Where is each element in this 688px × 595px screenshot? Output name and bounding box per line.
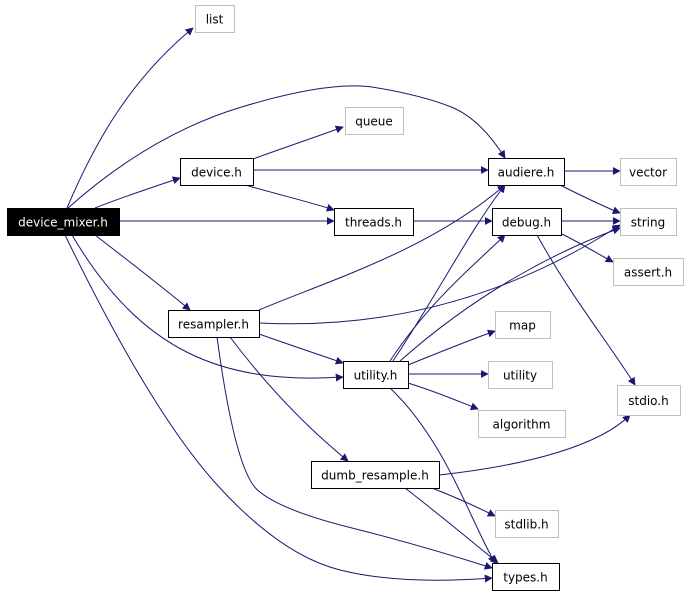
edge-audiere-h-to-string (559, 184, 621, 215)
node-label-stdio-h: stdio.h (628, 394, 668, 408)
node-box-threads-h (334, 208, 414, 236)
node-box-stdlib-h (495, 510, 559, 538)
edge-device-mixer-h-to-utility-h (71, 234, 344, 382)
node-box-utility (488, 361, 553, 389)
node-box-list (195, 5, 235, 33)
node-queue: queue (345, 107, 404, 135)
node-algorithm: algorithm (478, 410, 566, 438)
node-device-h[interactable]: device.h (180, 158, 254, 186)
node-label-vector: vector (629, 166, 667, 180)
node-box-device-h (180, 158, 254, 186)
node-box-audiere-h (488, 158, 565, 186)
node-assert-h: assert.h (613, 258, 684, 286)
node-audiere-h[interactable]: audiere.h (488, 158, 565, 186)
node-box-utility-h (343, 361, 409, 389)
edge-utility-h-to-map (407, 329, 496, 366)
node-label-audiere-h: audiere.h (498, 166, 555, 180)
node-box-algorithm (478, 410, 566, 438)
node-vector: vector (620, 158, 677, 186)
node-types-h[interactable]: types.h (492, 563, 560, 591)
node-box-map (495, 311, 551, 339)
node-dumb-resample-h[interactable]: dumb_resample.h (311, 461, 440, 489)
node-label-types-h: types.h (503, 571, 547, 585)
edge-utility-h-to-algorithm (407, 382, 479, 411)
node-label-stdlib-h: stdlib.h (504, 518, 548, 532)
edge-dumb-resample-h-to-stdlib-h (431, 487, 496, 517)
node-device-mixer-h[interactable]: device_mixer.h (7, 208, 120, 236)
node-box-resampler-h (168, 310, 260, 338)
node-label-device-mixer-h: device_mixer.h (18, 216, 108, 230)
node-threads-h[interactable]: threads.h (334, 208, 414, 236)
edge-debug-h-to-stdio-h (536, 234, 636, 386)
node-box-string (620, 208, 677, 236)
node-resampler-h[interactable]: resampler.h (168, 310, 260, 338)
node-box-vector (620, 158, 677, 186)
edge-utility-h-to-string (399, 226, 621, 362)
node-label-queue: queue (355, 115, 393, 129)
node-stdio-h: stdio.h (617, 385, 681, 416)
edge-resampler-h-to-utility-h (258, 333, 344, 365)
node-stdlib-h: stdlib.h (495, 510, 559, 538)
edge-device-mixer-h-to-resampler-h (94, 234, 191, 311)
node-list: list (195, 5, 235, 33)
node-label-assert-h: assert.h (624, 266, 672, 280)
node-utility: utility (488, 361, 553, 389)
node-label-utility-h: utility.h (354, 369, 398, 383)
edge-utility-h-to-audiere-h (392, 184, 506, 362)
node-box-queue (345, 107, 404, 135)
node-box-dumb-resample-h (311, 461, 440, 489)
edge-debug-h-to-assert-h (559, 232, 614, 263)
node-label-device-h: device.h (191, 166, 242, 180)
edge-resampler-h-to-types-h (216, 336, 493, 570)
node-label-resampler-h: resampler.h (178, 318, 249, 332)
node-label-utility: utility (503, 369, 537, 383)
edge-device-h-to-threads-h (244, 184, 335, 212)
edge-device-mixer-h-to-device-h (94, 176, 181, 209)
node-box-debug-h (492, 208, 562, 236)
edge-device-mixer-h-to-types-h (64, 234, 493, 583)
edge-dumb-resample-h-to-stdio-h (438, 414, 631, 476)
node-debug-h[interactable]: debug.h (492, 208, 562, 236)
edge-dumb-resample-h-to-types-h (404, 487, 499, 564)
edge-resampler-h-to-string (258, 224, 621, 325)
edge-resampler-h-to-audiere-h (258, 184, 506, 311)
node-label-dumb-resample-h: dumb_resample.h (321, 469, 429, 483)
node-map: map (495, 311, 551, 339)
edges-layer (64, 27, 636, 583)
node-label-algorithm: algorithm (493, 418, 551, 432)
node-label-threads-h: threads.h (345, 216, 402, 230)
node-utility-h[interactable]: utility.h (343, 361, 409, 389)
edge-device-mixer-h-to-audiere-h (67, 85, 506, 209)
node-box-device-mixer-h (7, 208, 120, 236)
edge-utility-h-to-types-h (389, 387, 496, 564)
node-box-assert-h (613, 258, 684, 286)
edge-resampler-h-to-dumb-resample-h (229, 336, 349, 462)
node-label-string: string (631, 216, 665, 230)
node-box-stdio-h (617, 385, 681, 416)
edge-utility-h-to-debug-h (389, 234, 506, 362)
edge-device-mixer-h-to-list (66, 27, 194, 209)
edge-device-h-to-queue (252, 125, 344, 160)
node-box-types-h (492, 563, 560, 591)
node-label-map: map (509, 319, 536, 333)
node-label-debug-h: debug.h (502, 216, 551, 230)
nodes-layer: device_mixer.h list queue device.h audiere.h… (7, 5, 684, 591)
node-label-list: list (206, 13, 224, 27)
node-string: string (620, 208, 677, 236)
